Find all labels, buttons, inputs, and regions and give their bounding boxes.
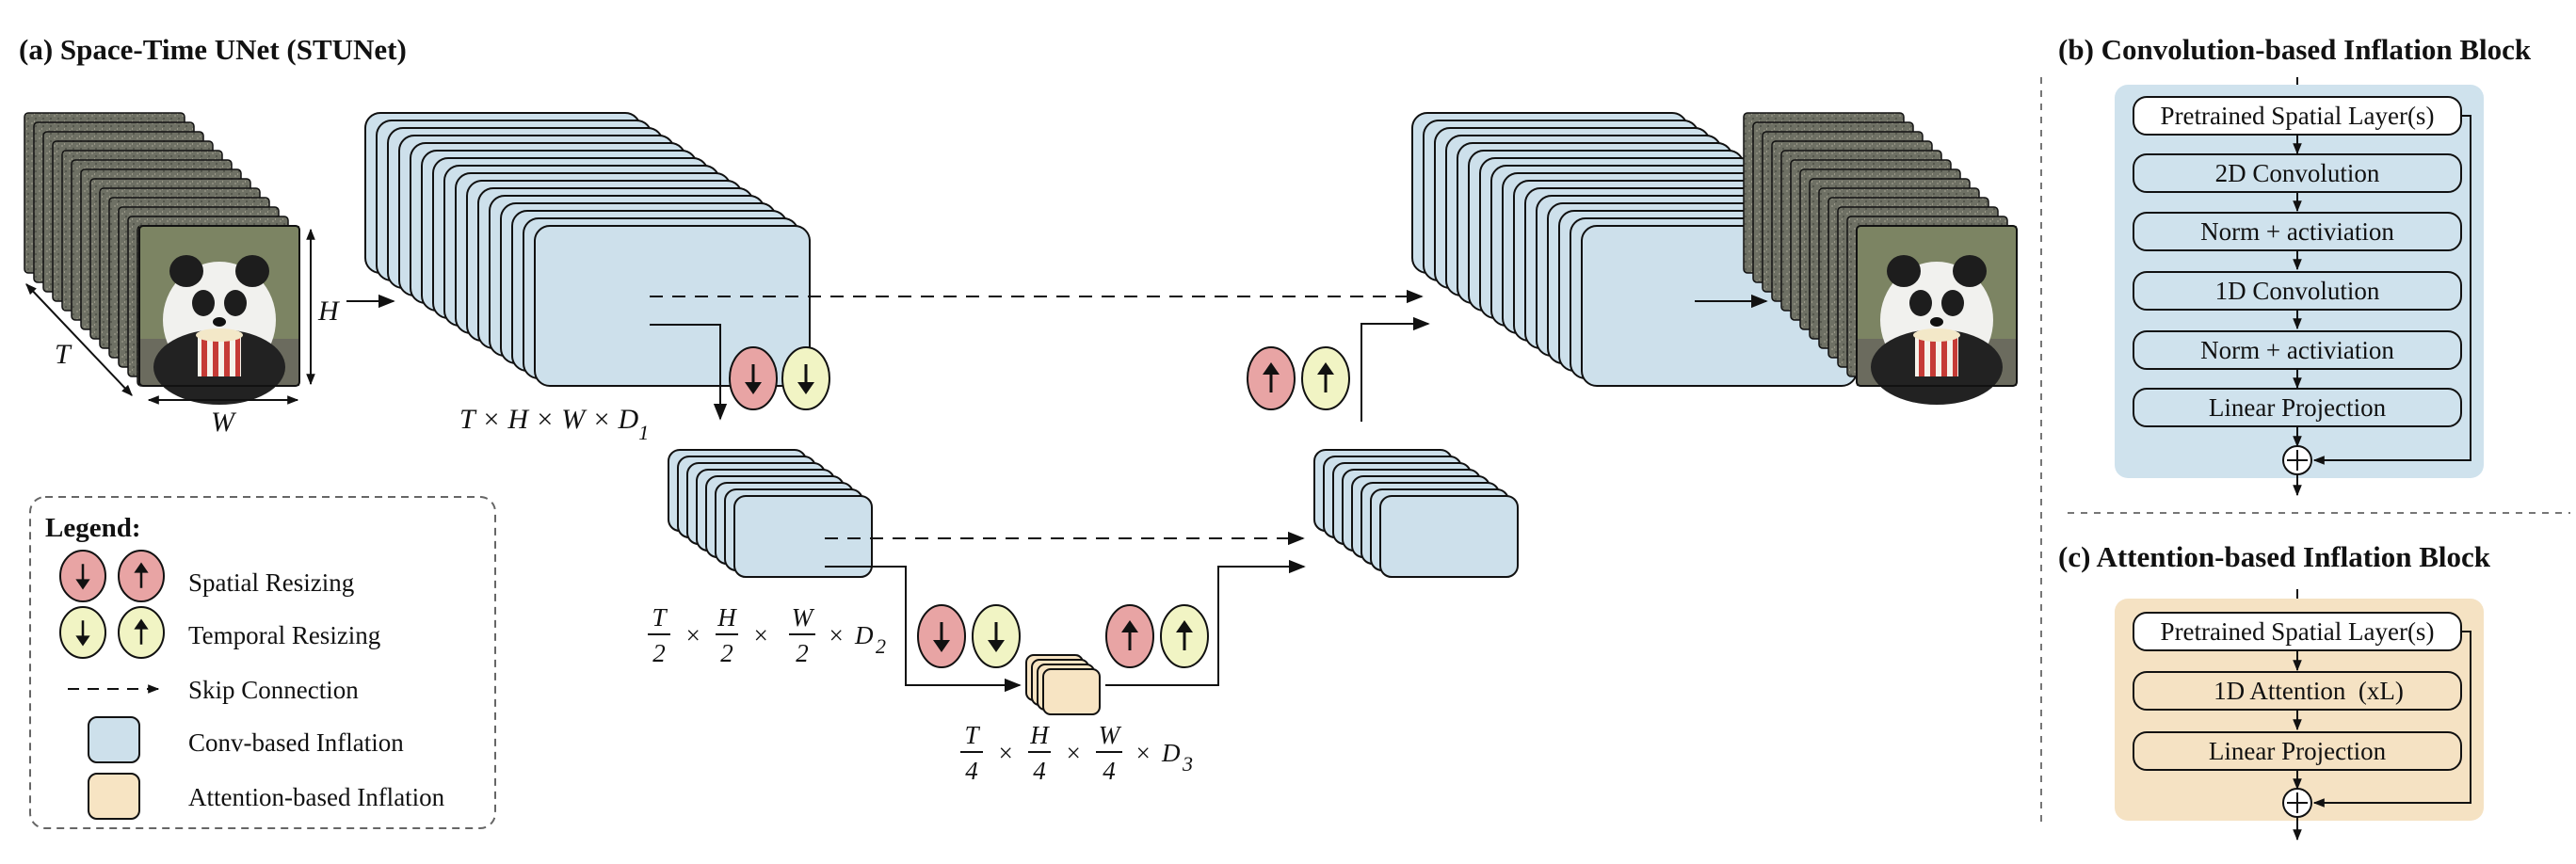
- spatial-down-1: [729, 346, 778, 410]
- bottleneck-attention-stack: [1025, 654, 1101, 715]
- upsample-path-2: [1105, 559, 1306, 686]
- axis-t-label: T: [55, 339, 72, 370]
- svg-text:2: 2: [876, 634, 886, 658]
- conv-residual-connection: [2312, 115, 2471, 465]
- svg-text:Linear Projection: Linear Projection: [2209, 393, 2387, 422]
- output-video-stack: [1743, 112, 2018, 405]
- temporal-down-2: [972, 604, 1021, 668]
- svg-text:W: W: [792, 603, 815, 632]
- svg-text:T: T: [964, 721, 980, 749]
- legend-temporal-label: Temporal Resizing: [188, 621, 380, 649]
- frame: [1042, 668, 1101, 715]
- spatial-up-1: [1247, 346, 1296, 410]
- spatial-up-2: [1105, 604, 1154, 668]
- svg-text:2: 2: [652, 639, 666, 667]
- svg-text:W: W: [1099, 721, 1122, 749]
- svg-text:2: 2: [720, 639, 733, 667]
- svg-text:4: 4: [1103, 757, 1116, 785]
- encoder-level2-stack: [668, 449, 873, 578]
- svg-text:Linear Projection: Linear Projection: [2209, 737, 2387, 765]
- frame: [534, 225, 811, 387]
- legend-attn-label: Attention-based Inflation: [188, 783, 445, 811]
- attention-inflation-block: Pretrained Spatial Layer(s) 1D Attention…: [2115, 589, 2484, 841]
- svg-text:H: H: [716, 603, 737, 632]
- conv-add-icon: [2282, 445, 2312, 475]
- axis-w-label: W: [211, 407, 237, 438]
- legend-spatial-label: Spatial Resizing: [188, 568, 354, 597]
- temporal-up-1: [1301, 346, 1350, 410]
- level3-dims: T 4 × H 4 × W 4 × D 3: [960, 721, 1193, 785]
- upsample-path-1: [1360, 316, 1430, 422]
- svg-text:H: H: [1029, 721, 1050, 749]
- svg-text:Norm + activiation: Norm + activiation: [2200, 217, 2394, 246]
- svg-text:×: ×: [1135, 739, 1151, 767]
- svg-text:2: 2: [796, 639, 809, 667]
- panel-b-title: (b) Convolution-based Inflation Block: [2058, 33, 2532, 66]
- downsample-path-1: [650, 324, 728, 421]
- svg-text:1D Attention (xL): 1D Attention (xL): [2214, 677, 2404, 705]
- conv-inflation-block: Pretrained Spatial Layer(s) 2D Convoluti…: [2115, 77, 2484, 497]
- svg-text:1D Convolution: 1D Convolution: [2215, 277, 2380, 305]
- svg-text:D: D: [1161, 739, 1181, 767]
- legend-skip-label: Skip Connection: [188, 676, 359, 704]
- legend-attn-swatch: [88, 773, 140, 820]
- level1-dims: T × H × W × D1: [459, 404, 649, 444]
- input-axes: T W H: [25, 228, 341, 438]
- encoder-level1-stack: [364, 112, 811, 387]
- svg-text:3: 3: [1182, 752, 1193, 776]
- panel-a-title: (a) Space-Time UNet (STUNet): [19, 33, 407, 66]
- attn-add-icon: [2282, 788, 2312, 818]
- decoder-level2-stack: [1313, 449, 1519, 578]
- svg-text:4: 4: [1033, 757, 1046, 785]
- decoder-level1-stack: [1411, 112, 1858, 387]
- svg-text:4: 4: [965, 757, 978, 785]
- legend-spatial-up-icon: [118, 550, 165, 602]
- svg-text:Pretrained Spatial Layer(s): Pretrained Spatial Layer(s): [2161, 102, 2435, 130]
- legend-temporal-down-icon: [59, 606, 106, 659]
- temporal-down-1: [781, 346, 830, 410]
- svg-text:Pretrained Spatial Layer(s): Pretrained Spatial Layer(s): [2161, 617, 2435, 646]
- svg-text:×: ×: [997, 739, 1014, 767]
- svg-text:×: ×: [828, 621, 845, 649]
- svg-text:Norm + activiation: Norm + activiation: [2200, 336, 2394, 364]
- input-video-stack: [24, 112, 300, 405]
- panel-c-title: (c) Attention-based Inflation Block: [2058, 540, 2491, 573]
- svg-text:×: ×: [1065, 739, 1082, 767]
- legend-spatial-down-icon: [59, 550, 106, 602]
- svg-text:×: ×: [684, 621, 701, 649]
- frame: [1379, 495, 1519, 578]
- temporal-up-2: [1160, 604, 1209, 668]
- axis-h-label: H: [317, 296, 341, 327]
- level2-dims: T 2 × H 2 × W 2 × D 2: [648, 603, 886, 667]
- svg-text:×: ×: [752, 621, 769, 649]
- attn-residual-connection: [2312, 631, 2471, 808]
- legend-conv-swatch: [88, 716, 140, 763]
- svg-text:T: T: [652, 603, 668, 632]
- legend-title: Legend:: [45, 513, 141, 543]
- legend-conv-label: Conv-based Inflation: [188, 728, 404, 757]
- svg-text:D: D: [854, 621, 874, 649]
- spatial-down-2: [917, 604, 966, 668]
- downsample-path-2: [825, 566, 1022, 693]
- legend: Legend: Spatial Resizing Temporal Resizi…: [29, 496, 496, 829]
- svg-text:2D Convolution: 2D Convolution: [2215, 159, 2380, 187]
- frame: [733, 495, 873, 578]
- legend-temporal-up-icon: [118, 606, 165, 659]
